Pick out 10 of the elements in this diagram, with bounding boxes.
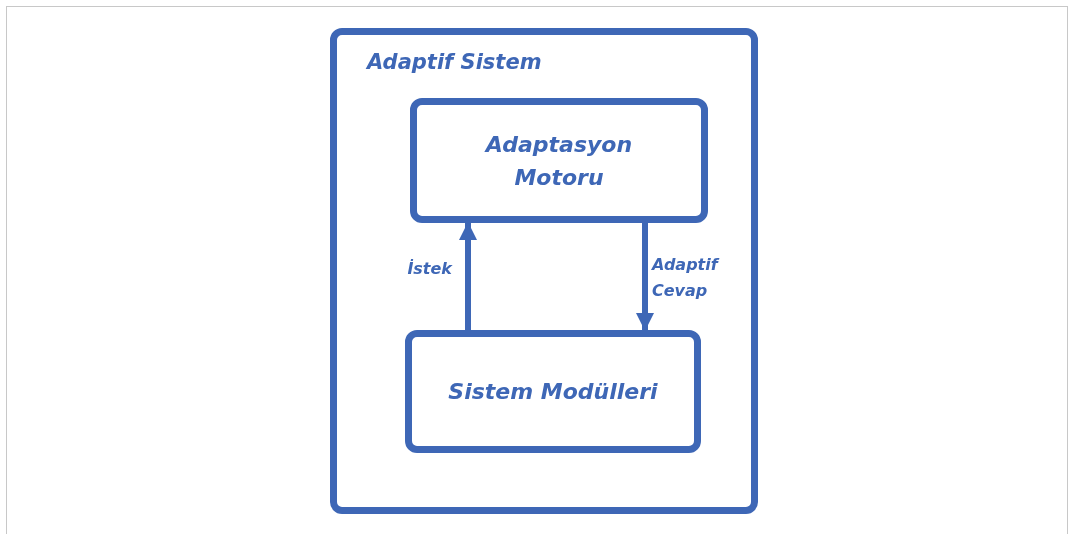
box-label: Sistem Modülleri (448, 378, 658, 406)
arrow (459, 222, 477, 330)
process-box (410, 98, 708, 223)
edge-label: Adaptif Cevap (652, 254, 721, 302)
process-box (405, 330, 701, 453)
system-frame (330, 28, 758, 514)
frame-title: Adaptif Sistem (367, 49, 542, 76)
edge-label: İstek (406, 258, 452, 280)
arrow (636, 223, 654, 331)
box-label: Adaptasyon Motoru (483, 130, 634, 192)
